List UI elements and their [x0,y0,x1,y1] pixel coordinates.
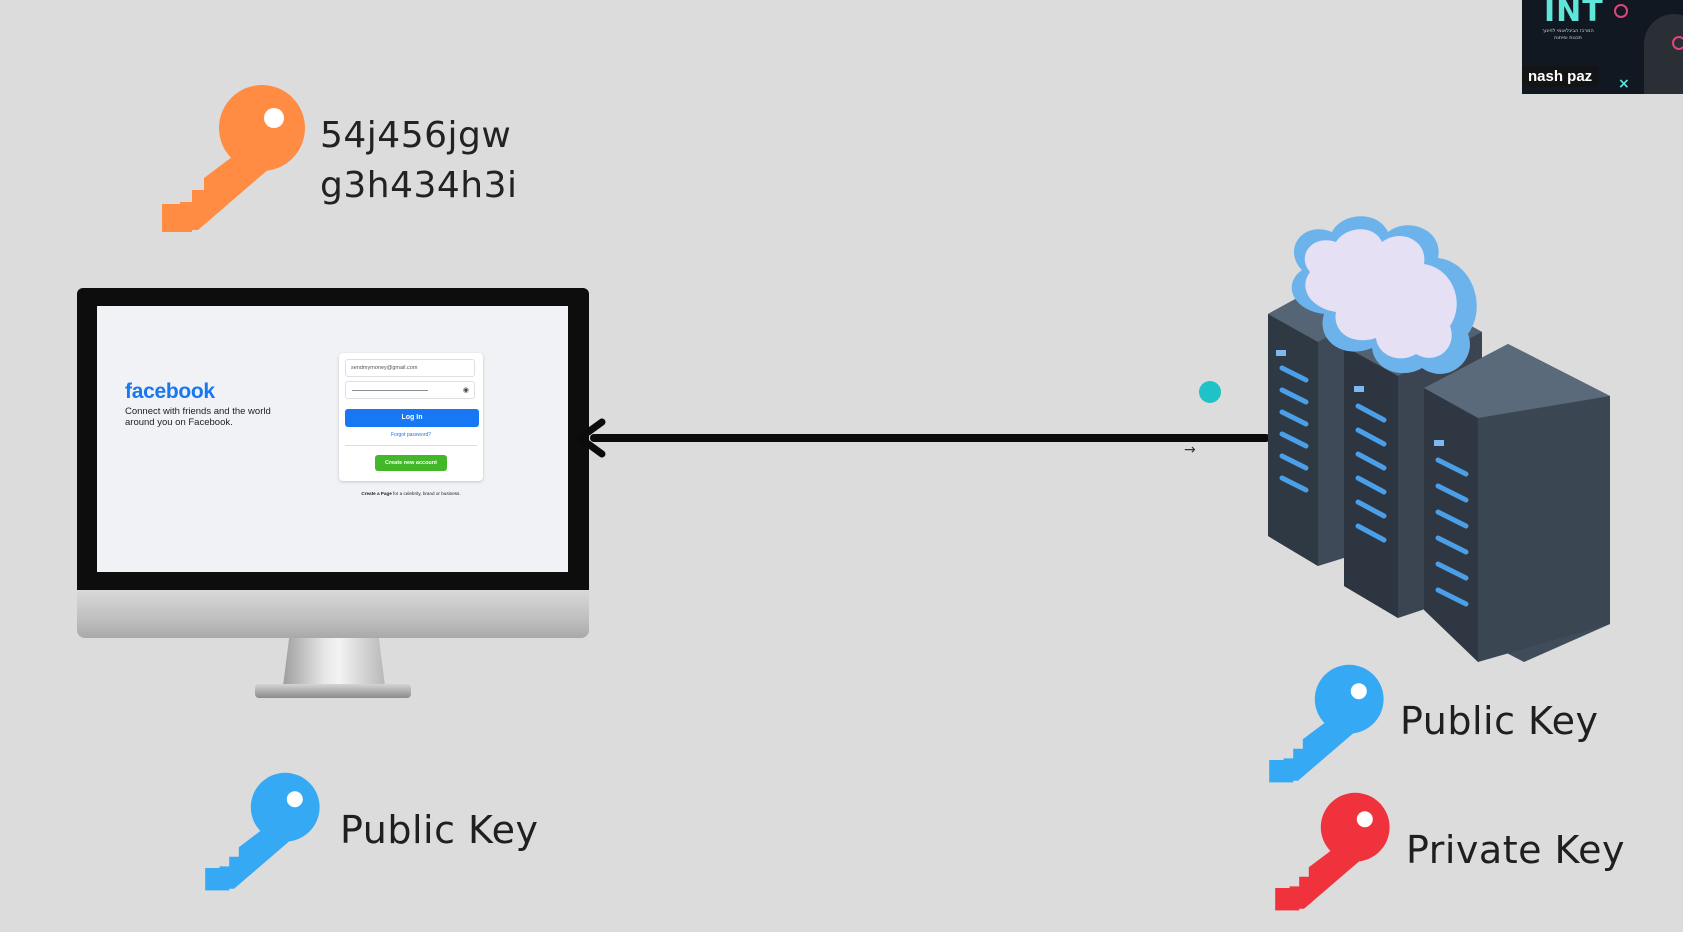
close-icon[interactable]: × [1618,76,1630,92]
create-account-button[interactable]: Create new account [375,455,447,471]
int-logo-subtitle: המרכז הבינלאומי לחינוך תכנות ופיתוח [1542,28,1594,41]
email-field[interactable]: sendmymoney@gmail.com [345,359,475,377]
password-field[interactable]: ◉ [345,381,475,399]
monitor-base [255,684,411,698]
monitor-frame: facebook Connect with friends and the wo… [77,288,589,590]
facebook-login-card: sendmymoney@gmail.com ◉ Log In Forgot pa… [339,353,483,481]
create-page-rest: for a celebrity, brand or business. [391,491,461,496]
server-private-key-label: Private Key [1406,828,1625,872]
card-divider [345,445,477,446]
presenter-name: nash paz [1522,66,1599,87]
client-public-key-label: Public Key [340,808,539,852]
create-page-text: Create a Page for a celebrity, brand or … [339,491,483,496]
blue-key-icon [1269,664,1384,783]
cursor-pointer [1199,381,1221,403]
email-field-value: sendmymoney@gmail.com [351,365,418,371]
decor-ring-icon [1614,4,1628,18]
forgot-password-link[interactable]: Forgot password? [390,432,432,438]
monitor-stand [283,638,385,686]
login-button[interactable]: Log In [345,409,479,427]
create-page-link[interactable]: Create a Page [361,491,392,496]
eye-icon[interactable]: ◉ [462,387,469,394]
arrow-line [590,434,1270,442]
small-arrow-icon: → [1184,442,1196,458]
server-public-key-label: Public Key [1400,699,1599,743]
facebook-tagline: Connect with friends and the world aroun… [125,406,271,428]
webcam-overlay: INT המרכז הבינלאומי לחינוך תכנות ופיתוח … [1522,0,1683,94]
monitor-screen: facebook Connect with friends and the wo… [97,306,568,572]
decor-ring-icon [1672,36,1683,50]
encrypted-text: 54j456jgw g3h434h3i [320,111,518,211]
red-key-icon [1275,792,1390,911]
orange-key-icon [162,85,305,232]
presenter-silhouette [1644,14,1683,94]
encrypted-line-2: g3h434h3i [320,165,518,206]
monitor-chin [77,590,589,638]
password-mask [352,390,428,391]
arrow-left-icon [576,418,606,458]
blue-key-icon [205,772,320,891]
encrypted-line-1: 54j456jgw [320,115,512,156]
facebook-logo: facebook [125,380,215,403]
int-logo: INT [1544,0,1604,29]
server-cloud-icon [1268,216,1610,662]
